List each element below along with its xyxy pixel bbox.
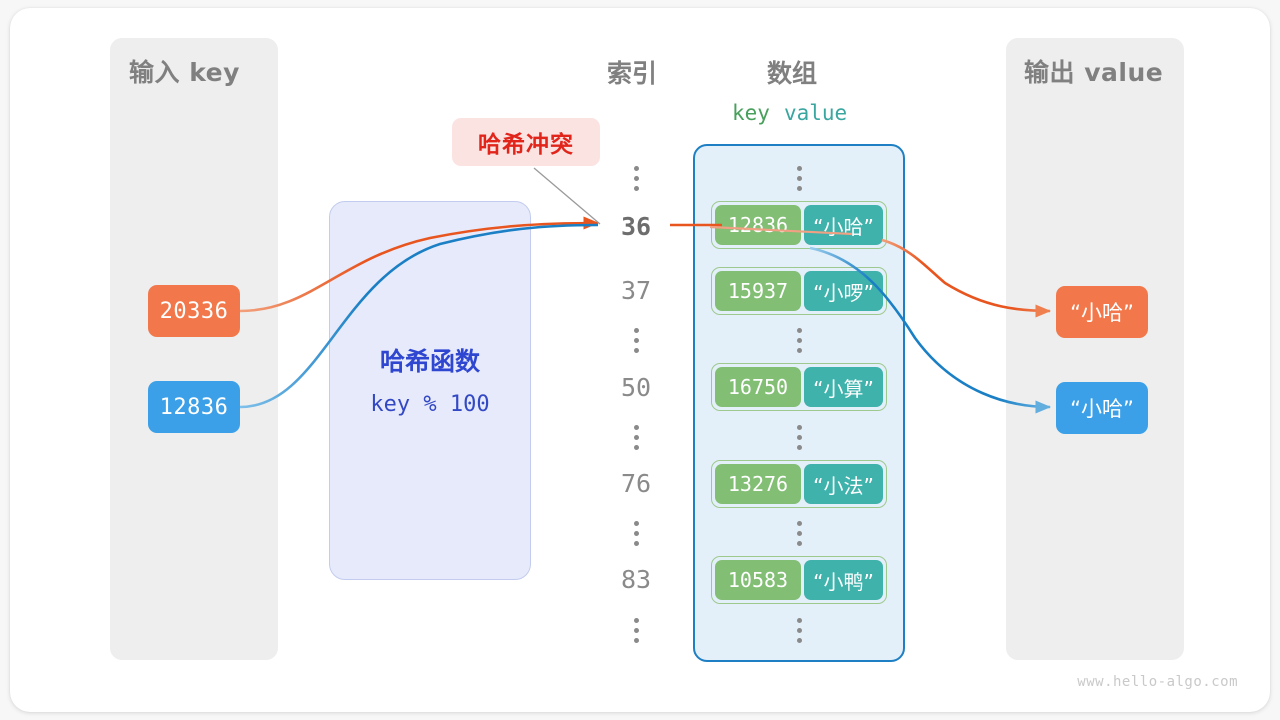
hash-function-expression: key % 100: [370, 392, 490, 417]
input-panel-title: 输入 key: [129, 58, 240, 87]
entry-value: “小法”: [804, 464, 883, 504]
entry-key: 10583: [715, 560, 801, 600]
entry-value: “小鸭”: [804, 560, 883, 600]
index-ellipsis: [605, 425, 667, 455]
input-panel: [110, 38, 278, 660]
index-column-header: 索引: [607, 59, 658, 88]
entry-key: 12836: [715, 205, 801, 245]
array-ellipsis: [768, 618, 830, 648]
index-label-83: 83: [620, 565, 652, 594]
entry-value: “小算”: [804, 367, 883, 407]
index-ellipsis: [605, 618, 667, 648]
index-label-37: 37: [620, 276, 652, 305]
input-key-chip-1: 20336: [148, 285, 240, 337]
index-label-50: 50: [620, 373, 652, 402]
array-entry: 13276 “小法”: [711, 460, 887, 508]
array-entry: 12836 “小哈”: [711, 201, 887, 249]
value-subheader-label: value: [783, 101, 848, 125]
array-entry: 10583 “小鸭”: [711, 556, 887, 604]
index-ellipsis: [605, 328, 667, 358]
array-column-header: 数组: [767, 59, 818, 88]
array-ellipsis: [768, 521, 830, 551]
key-subheader-label: key: [732, 101, 770, 125]
array-ellipsis: [768, 166, 830, 196]
output-panel-title: 输出 value: [1024, 58, 1164, 87]
output-value-chip-2: “小哈”: [1056, 382, 1148, 434]
hash-function-box: 哈希函数 key % 100: [329, 201, 531, 580]
array-ellipsis: [768, 425, 830, 455]
output-panel: [1006, 38, 1184, 660]
output-value-chip-1: “小哈”: [1056, 286, 1148, 338]
entry-key: 15937: [715, 271, 801, 311]
hash-function-title: 哈希函数: [379, 347, 480, 376]
entry-key: 16750: [715, 367, 801, 407]
diagram-card: 输入 key 输出 value 索引 数组 key value 哈希函数 key …: [10, 8, 1270, 712]
index-ellipsis: [605, 166, 667, 196]
hash-collision-label: 哈希冲突: [452, 118, 600, 166]
entry-value: “小哈”: [804, 205, 883, 245]
index-label-36: 36: [620, 212, 652, 241]
array-entry: 15937 “小啰”: [711, 267, 887, 315]
entry-value: “小啰”: [804, 271, 883, 311]
array-ellipsis: [768, 328, 830, 358]
index-label-76: 76: [620, 469, 652, 498]
entry-key: 13276: [715, 464, 801, 504]
input-key-chip-2: 12836: [148, 381, 240, 433]
watermark: www.hello-algo.com: [1077, 674, 1238, 690]
array-entry: 16750 “小算”: [711, 363, 887, 411]
key-value-subheader: key value: [732, 101, 847, 125]
index-ellipsis: [605, 521, 667, 551]
